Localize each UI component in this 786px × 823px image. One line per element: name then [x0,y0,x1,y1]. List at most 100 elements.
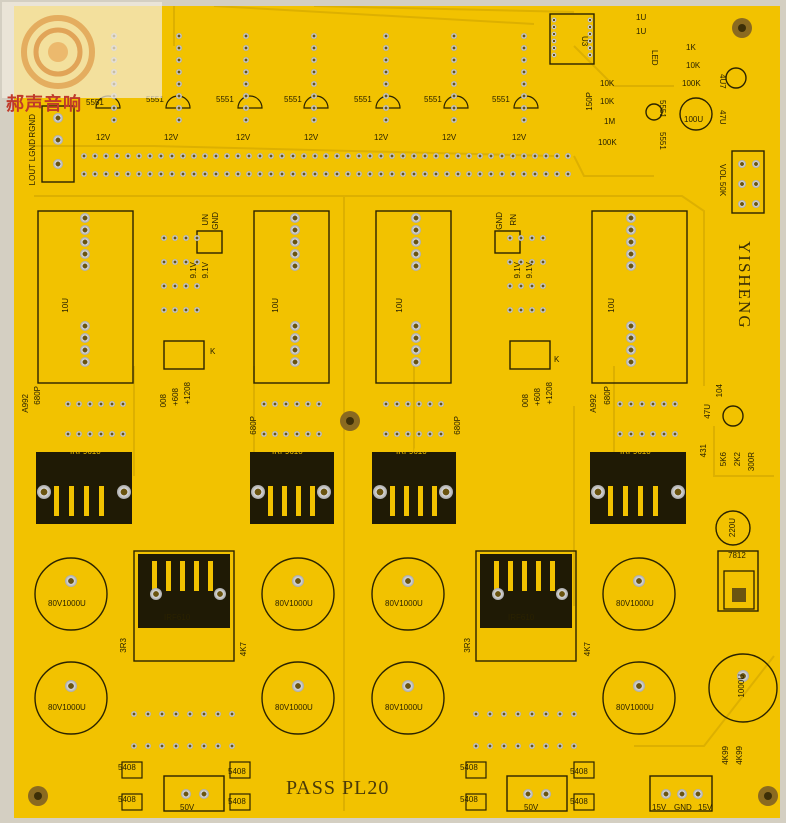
resistor-pad [383,57,389,63]
output-pad [626,225,636,235]
ic-pin [587,52,593,58]
resistor-pad [243,45,249,51]
c10u-label-1: 10U [61,298,70,313]
diode-pad [229,711,235,717]
d008-label-r: 008 [521,394,530,408]
d5408-label-4: 5408 [228,797,246,806]
output-pad [80,357,90,367]
header-pad [180,171,186,177]
header-pad [499,153,505,159]
regulator-label: 7812 [728,551,746,560]
output-pad [80,333,90,343]
bank-pad [272,431,278,437]
resistor-pad [521,93,527,99]
diode-pad [473,711,479,717]
d608-label-l: +608 [171,388,180,407]
cap-label-7: 80V1000U [616,599,654,608]
led-label: LED [650,50,659,66]
resistor-pad [243,93,249,99]
ic-pin [587,45,593,51]
pot-pad [752,180,760,188]
diode-pad [487,711,493,717]
a992-label-l: A992 [21,394,30,413]
header-pad [169,171,175,177]
header-pad [125,171,131,177]
header-pad [499,171,505,177]
c150p-label: 150P [585,92,594,111]
output-pad [80,261,90,271]
header-pad [312,153,318,159]
output-pad [626,345,636,355]
header-pad [433,171,439,177]
bank-pad [109,431,115,437]
output-pad [626,357,636,367]
ic5551-label-c: 5551 [658,132,667,150]
bank-pad [76,401,82,407]
output-pad [411,357,421,367]
resistor-pad [176,45,182,51]
bank-pad [394,431,400,437]
header-pad [136,171,142,177]
bank-pad [161,283,167,289]
diode-pad [131,743,137,749]
d608-label-r: +608 [533,388,542,407]
heatsink-pad [117,485,131,499]
bank-pad [383,401,389,407]
ic-pin [587,24,593,30]
diode-pad [543,711,549,717]
header-pad [268,171,274,177]
bank-pad [540,307,546,313]
header-pad [444,171,450,177]
bank-pad [76,431,82,437]
ic-pin [551,52,557,58]
bank-pad [518,235,524,241]
header-pad [147,153,153,159]
ic-label-2: 5551 [146,95,164,104]
diode-body [229,793,251,811]
output-pad [626,333,636,343]
gnd-label-left: GND [211,212,220,230]
bank-pad [529,235,535,241]
bank-pad [120,431,126,437]
diode-pad [529,711,535,717]
terminal-pad [661,789,671,799]
header-pad [510,171,516,177]
header-pad [202,171,208,177]
diode-pad [159,743,165,749]
header-pad [510,153,516,159]
c10u-label-3: 10U [395,298,404,313]
header-pad [323,153,329,159]
header-pad [279,153,285,159]
cap-pad [65,575,77,587]
heatsink-pad [439,485,453,499]
output-pad [290,357,300,367]
heatsink-pad [492,588,504,600]
bank-pad [661,431,667,437]
resistor-pad [521,81,527,87]
cap-label-1: 80V1000U [48,599,86,608]
resistor-pad [311,93,317,99]
header-pad [488,171,494,177]
output-pad [80,249,90,259]
resistor-pad [243,81,249,87]
header-pad [158,153,164,159]
watermark-text: 郝声音响 [6,94,82,115]
irf9610-label-2: IRF9610 [272,447,303,456]
bank-pad [172,259,178,265]
header-pad [334,153,340,159]
resistor-pad [311,81,317,87]
output-pad [290,333,300,343]
header-pad [367,171,373,177]
d5408-label-7: 5408 [570,767,588,776]
terminal-pad [693,789,703,799]
r1m-label: 1M [604,117,616,126]
bank-pad [383,431,389,437]
resistor-pad [176,57,182,63]
bank-pad [161,307,167,313]
header-pad [543,153,549,159]
bank-pad [183,307,189,313]
capacitor-outlines [34,67,778,735]
diode-pad [557,711,563,717]
cap-1u-b: 1U [636,27,647,36]
cap-label-4: 80V1000U [275,703,313,712]
